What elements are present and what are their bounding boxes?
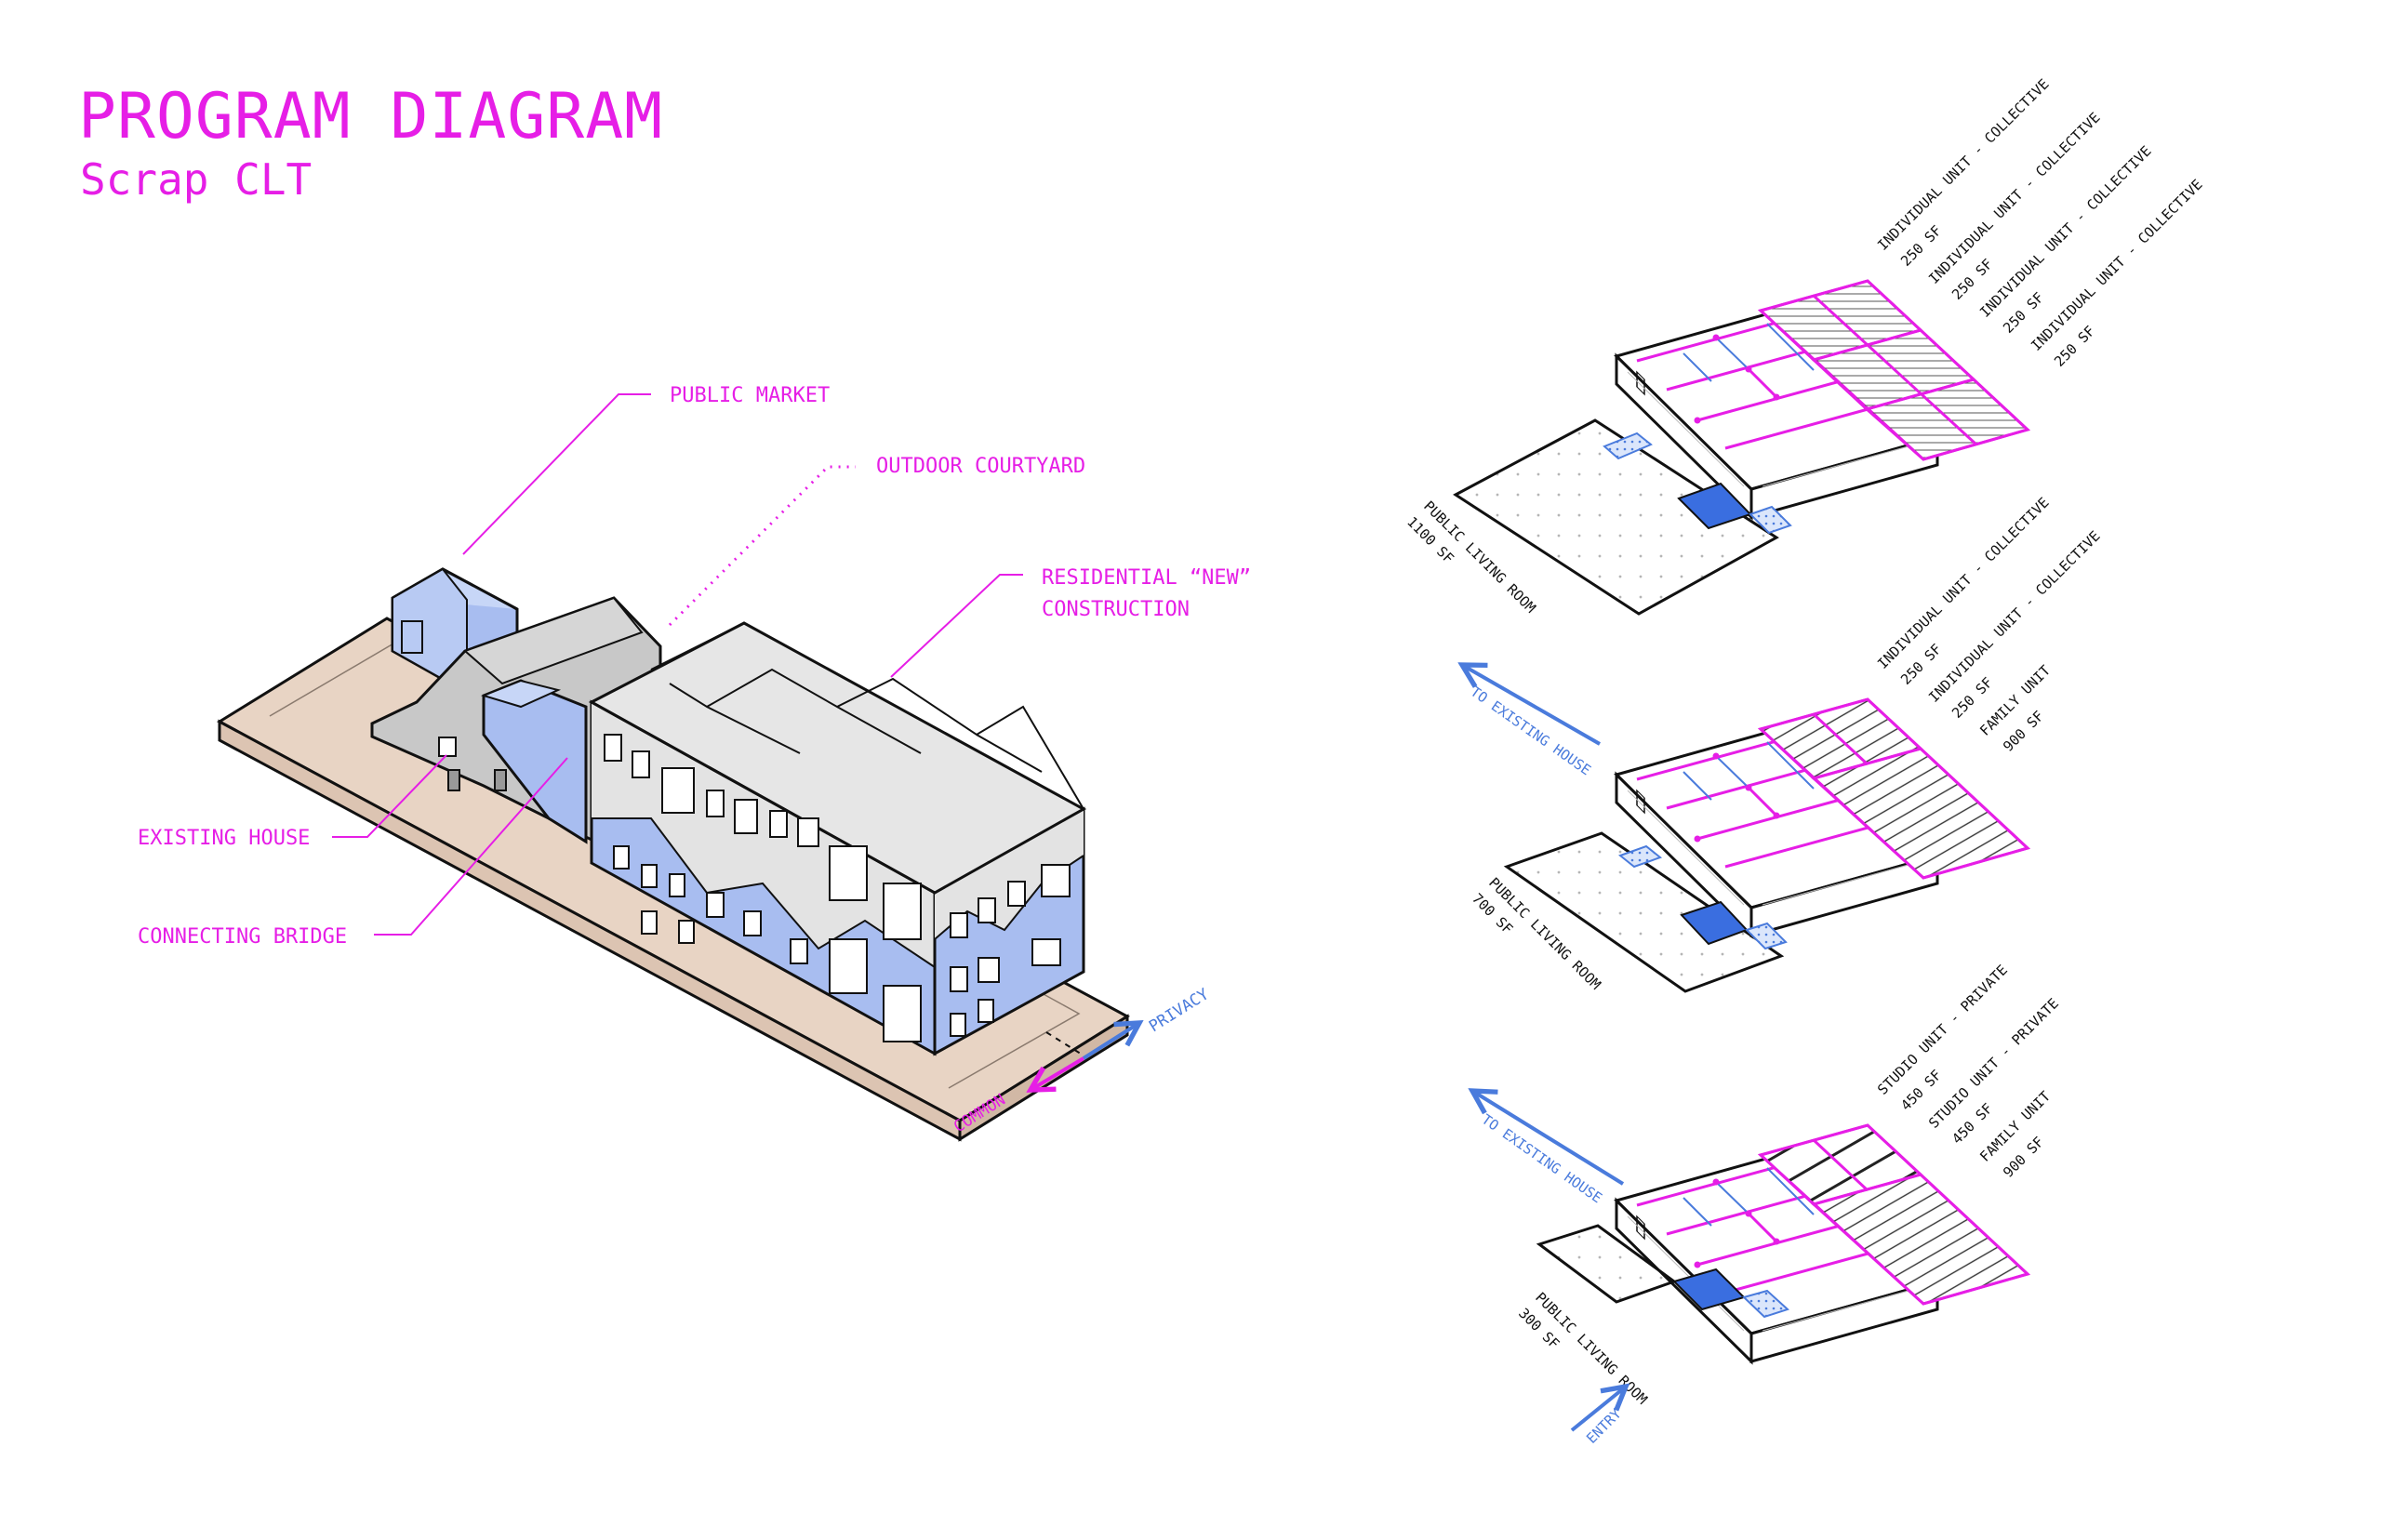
site-axonometric: COMMON PRIVACY PUBLIC MARKET OUTDOOR COU… xyxy=(138,384,1251,1142)
existing-house-label: EXISTING HOUSE xyxy=(138,827,310,850)
residential-label-line1: RESIDENTIAL “NEW” xyxy=(1042,566,1251,590)
floor1-unit4-name: INDIVIDUAL UNIT - COLLECTIVE xyxy=(2028,176,2206,354)
connecting-bridge-label: CONNECTING BRIDGE xyxy=(138,925,347,949)
page-subtitle: Scrap CLT xyxy=(80,154,313,205)
floor-plan-ground: STUDIO UNIT - PRIVATE 450 SF STUDIO UNIT… xyxy=(1472,962,2062,1447)
floor-plan-middle: INDIVIDUAL UNIT - COLLECTIVE 250 SF INDI… xyxy=(1462,494,2104,993)
entry-label: ENTRY xyxy=(1583,1405,1625,1447)
floor2-unit1-name: INDIVIDUAL UNIT - COLLECTIVE xyxy=(1874,494,2053,672)
floor3-to-existing-house-label: TO EXISTING HOUSE xyxy=(1479,1111,1605,1207)
floor1-unit3-name: INDIVIDUAL UNIT - COLLECTIVE xyxy=(1976,142,2155,321)
floor1-unit2-name: INDIVIDUAL UNIT - COLLECTIVE xyxy=(1925,109,2104,287)
page-title: PROGRAM DIAGRAM xyxy=(78,80,664,153)
residential-label-line2: CONSTRUCTION xyxy=(1042,598,1190,621)
outdoor-courtyard-label: OUTDOOR COURTYARD xyxy=(876,455,1085,478)
floor2-unit2-name: INDIVIDUAL UNIT - COLLECTIVE xyxy=(1925,527,2104,706)
public-market-label: PUBLIC MARKET xyxy=(670,384,830,407)
floor1-unit1-name: INDIVIDUAL UNIT - COLLECTIVE xyxy=(1874,75,2053,254)
privacy-label: PRIVACY xyxy=(1146,985,1212,1036)
